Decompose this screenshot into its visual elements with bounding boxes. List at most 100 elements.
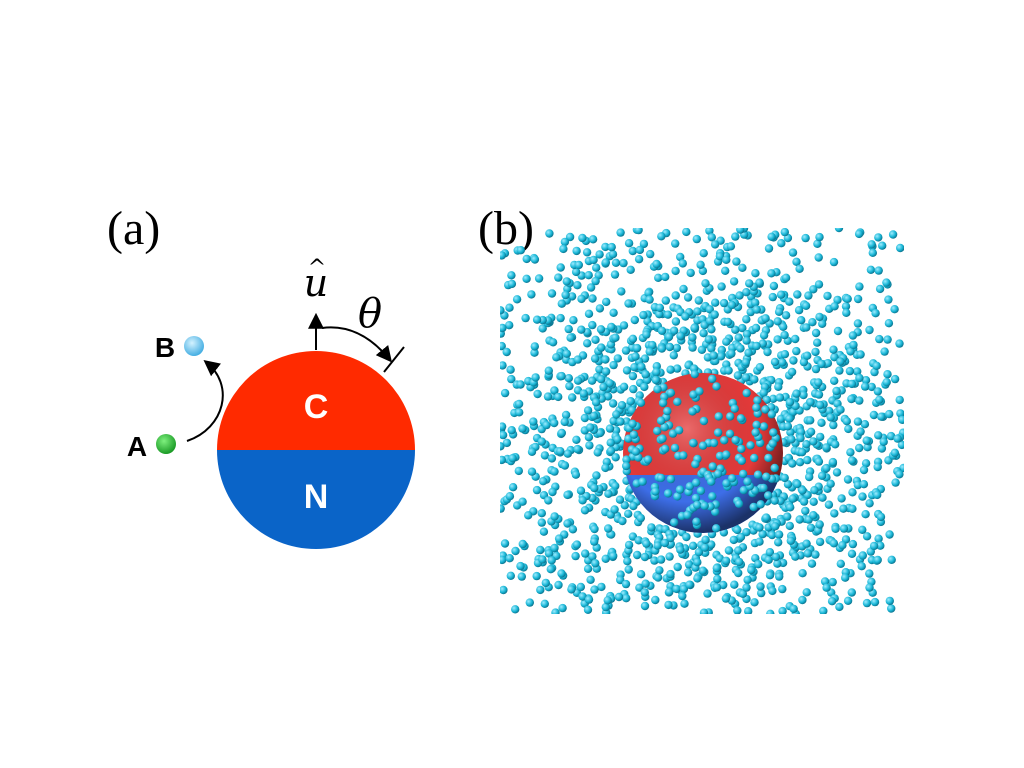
solvent-particle	[609, 416, 618, 426]
solvent-particle	[633, 550, 642, 560]
solvent-particle	[717, 282, 726, 291]
solvent-particle	[727, 349, 736, 358]
solvent-particle	[550, 386, 559, 395]
solvent-particle	[842, 308, 851, 317]
solvent-particle	[726, 242, 736, 251]
solvent-particle	[620, 501, 629, 510]
solvent-particle	[880, 347, 889, 356]
solvent-particle	[808, 318, 817, 327]
solvent-particle	[767, 269, 776, 278]
solvent-particle	[586, 423, 595, 432]
solvent-particle	[573, 355, 582, 364]
solvent-particle	[693, 500, 702, 510]
solvent-particle	[722, 450, 731, 459]
solvent-particle	[704, 335, 713, 344]
solvent-particle	[608, 399, 618, 408]
solvent-particle	[806, 427, 816, 436]
solvent-particle	[783, 422, 793, 431]
solvent-particle	[822, 443, 831, 452]
janus-particle: C N	[217, 351, 415, 549]
solvent-particle	[882, 378, 891, 387]
solvent-particle	[582, 248, 592, 257]
solvent-particle	[835, 602, 844, 612]
solvent-particle	[742, 315, 751, 324]
solvent-particle	[802, 440, 811, 449]
solvent-particle	[862, 598, 872, 608]
solvent-particle	[815, 400, 825, 410]
solvent-particle	[629, 384, 638, 394]
solvent-particle	[516, 561, 525, 571]
solvent-particle	[683, 510, 692, 520]
solvent-particle	[854, 229, 864, 239]
solvent-particle	[780, 330, 789, 340]
solvent-particle	[824, 500, 834, 509]
solvent-particle	[532, 485, 542, 495]
solvent-particle	[774, 530, 784, 539]
solvent-particle	[761, 314, 770, 323]
solvent-particle	[885, 409, 894, 419]
solvent-particle	[735, 291, 744, 300]
solvent-particle	[715, 252, 725, 261]
solvent-particle	[764, 453, 773, 463]
solvent-particle	[786, 503, 795, 512]
solvent-particle	[583, 406, 593, 415]
solvent-particle	[666, 365, 675, 374]
solvent-particle	[707, 540, 716, 549]
solvent-particle	[788, 248, 798, 257]
solvent-particle	[818, 493, 827, 502]
solvent-particle	[640, 382, 649, 392]
solvent-particle	[622, 461, 631, 471]
solvent-particle	[819, 606, 828, 614]
solvent-particle	[714, 412, 723, 421]
solvent-particle	[573, 444, 582, 454]
solvent-particle	[873, 462, 882, 472]
solvent-particle	[783, 512, 792, 521]
solvent-particle	[636, 513, 645, 523]
solvent-particle	[505, 321, 514, 330]
solvent-particle	[630, 315, 639, 325]
solvent-particle	[722, 337, 731, 346]
solvent-particle	[829, 257, 839, 267]
solvent-particle	[664, 600, 673, 610]
solvent-particle	[588, 552, 597, 561]
solvent-particle	[742, 388, 751, 398]
solvent-particle	[853, 319, 863, 328]
angle-symbol: θ	[358, 291, 382, 337]
solvent-particle	[698, 441, 708, 450]
solvent-particle	[721, 594, 731, 603]
solvent-particle	[705, 305, 714, 314]
solvent-particle	[697, 345, 707, 354]
solvent-particle	[671, 317, 681, 326]
solvent-particle	[505, 303, 514, 312]
solvent-particle	[601, 602, 610, 612]
solvent-particle	[609, 360, 618, 370]
solvent-particle	[629, 430, 639, 439]
solvent-particle	[606, 446, 616, 455]
solvent-particle	[681, 312, 690, 321]
solvent-particle	[785, 521, 794, 531]
solvent-particle	[795, 458, 805, 467]
solvent-particle	[787, 435, 796, 444]
solvent-particle	[621, 346, 631, 355]
solvent-particle	[882, 278, 891, 287]
solvent-particle	[671, 266, 680, 276]
solvent-particle	[755, 537, 764, 546]
solvent-particle	[619, 382, 629, 391]
solvent-particle	[653, 573, 663, 582]
solvent-particle	[540, 451, 550, 460]
solvent-particle	[828, 577, 837, 587]
solvent-particle	[870, 597, 880, 607]
solvent-particle	[816, 432, 825, 442]
solvent-particle	[611, 258, 621, 267]
solvent-particle	[522, 254, 531, 264]
solvent-particle	[560, 461, 570, 470]
solvent-particle	[767, 410, 776, 419]
solvent-particle	[592, 263, 601, 272]
solvent-particle	[888, 230, 898, 239]
solvent-particle	[581, 549, 590, 558]
solvent-particle	[735, 557, 744, 567]
solvent-particle	[568, 393, 577, 402]
solvent-particle	[792, 389, 801, 398]
solvent-particle	[651, 375, 661, 385]
body-label: N	[304, 478, 329, 516]
